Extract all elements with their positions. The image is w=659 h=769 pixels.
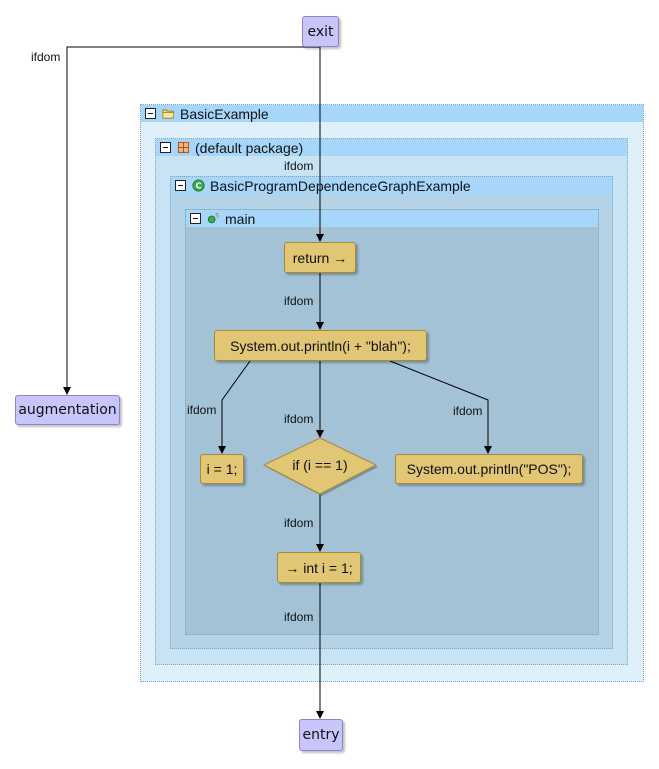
- edge-label-println-if: ifdom: [284, 412, 314, 426]
- svg-text:C: C: [195, 181, 201, 191]
- node-augmentation-label: augmentation: [18, 402, 117, 418]
- group-method-header[interactable]: S main: [186, 210, 598, 227]
- node-augmentation[interactable]: augmentation: [15, 395, 120, 425]
- collapse-toggle-icon[interactable]: [190, 213, 201, 224]
- edge-println-assign: [218, 360, 251, 454]
- edge-label-exit-return: ifdom: [284, 159, 314, 173]
- node-decl[interactable]: → int i = 1;: [277, 552, 361, 583]
- edge-label-println-pos: ifdom: [453, 404, 483, 418]
- svg-text:S: S: [215, 212, 219, 220]
- node-decl-label: → int i = 1;: [285, 559, 353, 576]
- class-icon: C: [192, 179, 205, 192]
- node-println-blah-label: System.out.println(i + "blah");: [230, 337, 411, 354]
- node-if[interactable]: if (i == 1): [264, 452, 376, 478]
- package-icon: [177, 141, 190, 154]
- collapse-toggle-icon[interactable]: [160, 142, 171, 153]
- node-return[interactable]: return →: [284, 242, 356, 273]
- node-println-pos[interactable]: System.out.println("POS");: [395, 454, 583, 484]
- node-exit[interactable]: exit: [302, 16, 339, 47]
- group-project-label: BasicExample: [180, 105, 269, 122]
- group-package-header[interactable]: (default package): [156, 139, 627, 156]
- node-assign[interactable]: i = 1;: [200, 454, 244, 484]
- group-package-label: (default package): [195, 139, 304, 156]
- node-return-label: return →: [292, 249, 348, 266]
- edge-println-pos: [389, 360, 492, 454]
- edge-label-if-decl: ifdom: [284, 516, 314, 530]
- node-println-pos-label: System.out.println("POS");: [406, 461, 572, 477]
- edge-label-println-assign: ifdom: [187, 403, 217, 417]
- node-exit-label: exit: [307, 23, 334, 40]
- collapse-toggle-icon[interactable]: [145, 108, 156, 119]
- edge-label-return-println: ifdom: [284, 294, 314, 308]
- decision-diamond[interactable]: [262, 437, 378, 495]
- edge-label-exit-augmentation: ifdom: [31, 50, 61, 64]
- edge-label-decl-entry: ifdom: [284, 610, 314, 624]
- node-entry[interactable]: entry: [299, 719, 343, 751]
- node-if-label: if (i == 1): [292, 457, 348, 473]
- node-println-blah[interactable]: System.out.println(i + "blah");: [214, 330, 427, 361]
- folder-icon: [162, 109, 175, 119]
- method-icon: S: [207, 212, 219, 224]
- group-class-header[interactable]: C BasicProgramDependenceGraphExample: [171, 177, 612, 194]
- node-entry-label: entry: [302, 727, 340, 743]
- edge-exit-augmentation: [63, 46, 320, 395]
- group-method: S main: [185, 209, 599, 635]
- group-project-header[interactable]: BasicExample: [141, 105, 643, 122]
- group-class-label: BasicProgramDependenceGraphExample: [210, 177, 471, 194]
- node-assign-label: i = 1;: [206, 461, 238, 477]
- group-method-label: main: [225, 210, 256, 227]
- collapse-toggle-icon[interactable]: [175, 180, 186, 191]
